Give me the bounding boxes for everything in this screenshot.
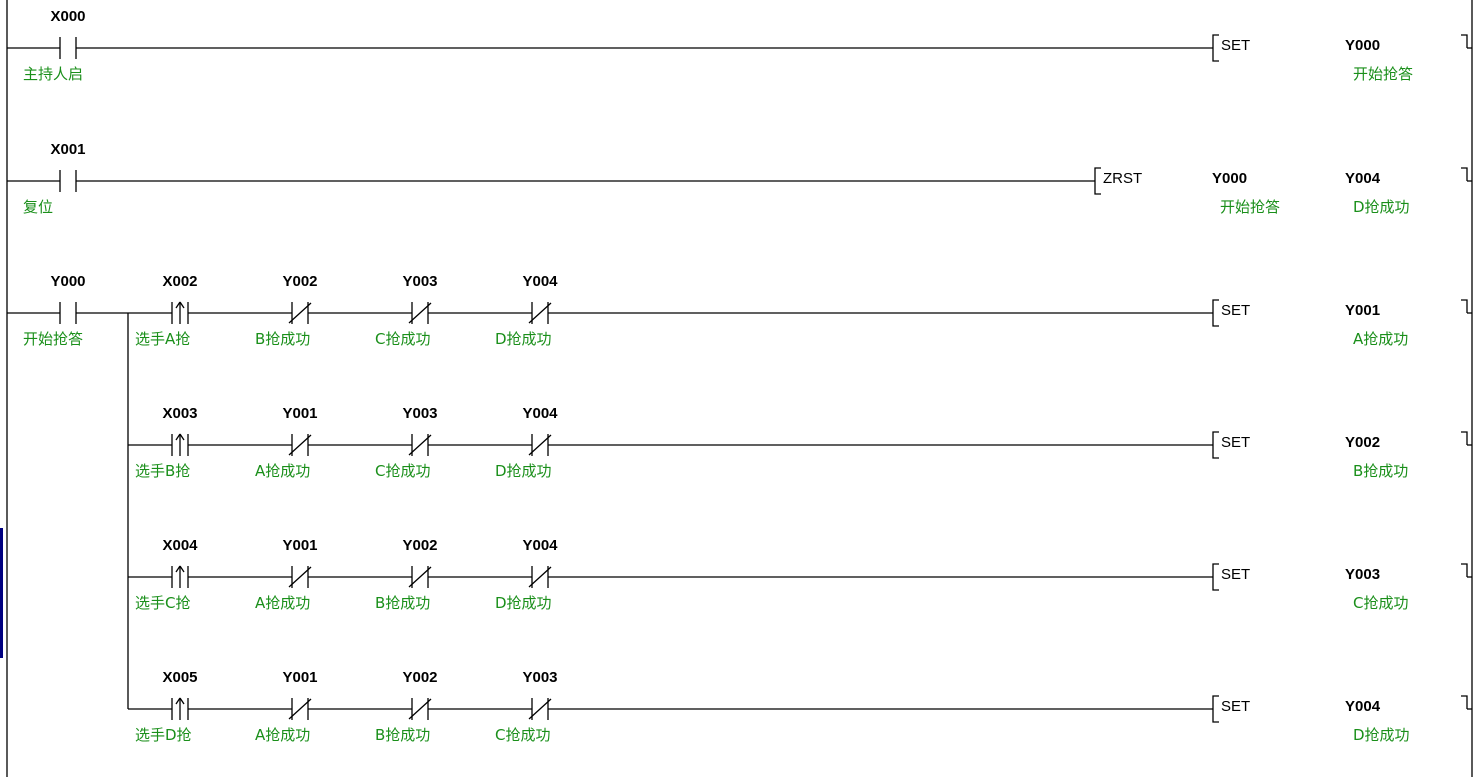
- instruction-bracket-left: [1212, 34, 1219, 62]
- contact-address: Y001: [282, 537, 317, 554]
- contact-y003[interactable]: [408, 302, 432, 324]
- instruction-bracket-left: [1212, 695, 1219, 723]
- contact-comment: 选手A抢: [135, 330, 190, 348]
- instruction-name: SET: [1221, 566, 1250, 583]
- instruction-bracket-right: [1461, 431, 1468, 445]
- cursor-marker: [0, 528, 3, 658]
- operand-comment: 开始抢答: [1353, 65, 1413, 83]
- contact-comment: 主持人启: [23, 65, 83, 83]
- contact-address: Y003: [402, 405, 437, 422]
- contact-y001[interactable]: [288, 434, 312, 456]
- contact-address: Y003: [522, 669, 557, 686]
- contact-x003[interactable]: [171, 433, 189, 456]
- operand-address: Y000: [1212, 170, 1247, 187]
- contact-y004[interactable]: [528, 302, 552, 324]
- contact-address: Y003: [402, 273, 437, 290]
- contact-address: X003: [162, 405, 197, 422]
- instruction-bracket-left: [1212, 431, 1219, 459]
- instruction-bracket-right: [1461, 695, 1468, 709]
- contact-address: Y004: [522, 273, 558, 290]
- instruction-bracket-left: [1094, 167, 1101, 195]
- operand-comment: D抢成功: [1353, 726, 1410, 744]
- instruction-bracket-right: [1461, 299, 1468, 313]
- contact-comment: 选手C抢: [135, 594, 190, 612]
- contact-comment: B抢成功: [375, 594, 430, 612]
- contact-y002[interactable]: [408, 566, 432, 588]
- operand-address: Y001: [1345, 302, 1380, 319]
- contact-x002[interactable]: [171, 301, 189, 324]
- instruction-name: SET: [1221, 302, 1250, 319]
- contact-comment: B抢成功: [255, 330, 310, 348]
- contact-comment: A抢成功: [255, 726, 310, 744]
- contact-x004[interactable]: [171, 565, 189, 588]
- contact-y001[interactable]: [288, 566, 312, 588]
- operand-address: Y003: [1345, 566, 1380, 583]
- instruction-bracket-right: [1461, 563, 1468, 577]
- contact-comment: 开始抢答: [23, 330, 83, 348]
- instruction-name: SET: [1221, 698, 1250, 715]
- contact-y003[interactable]: [408, 434, 432, 456]
- instruction-name: SET: [1221, 434, 1250, 451]
- contact-comment: A抢成功: [255, 462, 310, 480]
- contact-address: Y004: [522, 537, 558, 554]
- operand-comment: D抢成功: [1353, 198, 1410, 216]
- contact-address: Y000: [50, 273, 85, 290]
- instruction-name: SET: [1221, 37, 1250, 54]
- contact-address: X001: [50, 141, 85, 158]
- contact-comment: 选手B抢: [135, 462, 190, 480]
- operand-address: Y004: [1345, 170, 1381, 187]
- instruction-bracket-left: [1212, 563, 1219, 591]
- operand-comment: B抢成功: [1353, 462, 1408, 480]
- contact-comment: A抢成功: [255, 594, 310, 612]
- operand-comment: A抢成功: [1353, 330, 1408, 348]
- contact-address: Y002: [402, 537, 437, 554]
- contact-address: Y001: [282, 405, 317, 422]
- contact-x000[interactable]: [59, 37, 77, 59]
- contact-address: X002: [162, 273, 197, 290]
- contact-y002[interactable]: [408, 698, 432, 720]
- contact-y004[interactable]: [528, 566, 552, 588]
- contact-x005[interactable]: [171, 697, 189, 720]
- contact-comment: B抢成功: [375, 726, 430, 744]
- contact-y001[interactable]: [288, 698, 312, 720]
- contact-y000[interactable]: [59, 302, 77, 324]
- instruction-name: ZRST: [1103, 170, 1142, 187]
- contact-y004[interactable]: [528, 434, 552, 456]
- operand-address: Y000: [1345, 37, 1380, 54]
- contact-address: X005: [162, 669, 197, 686]
- operand-comment: C抢成功: [1353, 594, 1408, 612]
- contact-address: Y002: [402, 669, 437, 686]
- contact-comment: 复位: [23, 198, 53, 216]
- contact-x001[interactable]: [59, 170, 77, 192]
- contact-address: Y002: [282, 273, 317, 290]
- instruction-bracket-right: [1461, 34, 1468, 48]
- contact-address: Y001: [282, 669, 317, 686]
- contact-comment: 选手D抢: [135, 726, 192, 744]
- contact-comment: C抢成功: [375, 462, 430, 480]
- operand-comment: 开始抢答: [1220, 198, 1280, 216]
- operand-address: Y004: [1345, 698, 1381, 715]
- contact-y003[interactable]: [528, 698, 552, 720]
- contact-comment: C抢成功: [375, 330, 430, 348]
- contact-comment: D抢成功: [495, 330, 552, 348]
- contact-comment: C抢成功: [495, 726, 550, 744]
- instruction-bracket-left: [1212, 299, 1219, 327]
- contact-address: Y004: [522, 405, 558, 422]
- contact-y002[interactable]: [288, 302, 312, 324]
- operand-address: Y002: [1345, 434, 1380, 451]
- contact-address: X000: [50, 8, 85, 25]
- instruction-bracket-right: [1461, 167, 1468, 181]
- contact-comment: D抢成功: [495, 594, 552, 612]
- contact-comment: D抢成功: [495, 462, 552, 480]
- contact-address: X004: [162, 537, 198, 554]
